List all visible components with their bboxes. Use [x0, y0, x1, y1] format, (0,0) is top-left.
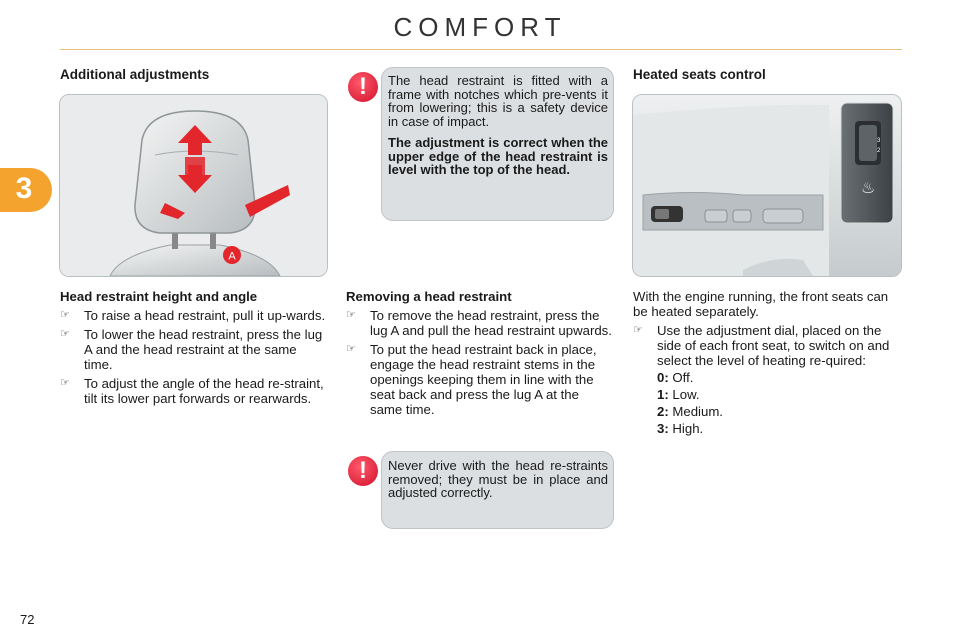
subsection-title-height-angle: Head restraint height and angle	[60, 289, 258, 304]
right-text-block: With the engine running, the front seats…	[633, 289, 901, 436]
svg-text:3: 3	[877, 138, 881, 144]
pointing-hand-icon: ☞	[60, 328, 70, 340]
heated-seat-figure: 3 2 ♨	[632, 94, 902, 277]
pointing-hand-icon: ☞	[60, 377, 70, 389]
chapter-number: 3	[15, 172, 33, 205]
head-restraint-figure: A	[59, 94, 328, 277]
lug-a-marker	[223, 246, 241, 264]
warning-text-frame: The head restraint is fitted with a fram…	[388, 74, 608, 177]
pointing-hand-icon: ☞	[346, 309, 356, 321]
exclamation-icon: !	[348, 72, 378, 102]
warning-frame-text: The head restraint is fitted with a fram…	[388, 73, 608, 129]
list-item: ☞Use the adjustment dial, placed on the …	[633, 323, 890, 368]
lug-a-label: A	[228, 251, 236, 263]
height-arrows	[178, 125, 212, 193]
warning-box-frame	[381, 67, 614, 221]
pointing-hand-icon: ☞	[60, 309, 70, 321]
tilt-arrow-left	[160, 203, 185, 219]
subsection-title-removing: Removing a head restraint	[346, 289, 512, 304]
pointing-hand-icon: ☞	[346, 343, 356, 355]
head-restraint-illustration: A	[60, 95, 327, 276]
level-item: 1: Low.	[657, 387, 700, 402]
section-title-additional-adjustments: Additional adjustments	[60, 67, 210, 82]
list-item: ☞To adjust the angle of the head re-stra…	[60, 376, 324, 406]
warning-box-removed	[381, 451, 614, 529]
list-item: ☞To put the head restraint back in place…	[346, 342, 597, 417]
section-title-heated-seats: Heated seats control	[633, 67, 766, 82]
warning-text-removed: Never drive with the head re-straints re…	[388, 458, 608, 500]
title-divider	[60, 49, 902, 50]
heating-levels: 0: Off. 1: Low. 2: Medium. 3: High.	[633, 370, 901, 436]
page-number: 72	[20, 612, 35, 627]
heated-seat-symbol: ♨	[861, 178, 875, 197]
middle-text-block: Removing a head restraint ☞To remove the…	[346, 289, 614, 417]
pointing-hand-icon: ☞	[633, 324, 643, 336]
list-item: ☞To lower the head restraint, press the …	[60, 327, 323, 372]
svg-text:2: 2	[877, 148, 881, 154]
level-item: 3: High.	[657, 421, 704, 436]
level-item: 0: Off.	[657, 370, 694, 385]
seat-side-illustration: 3 2 ♨	[633, 95, 901, 276]
heated-seats-intro: With the engine running, the front seats…	[633, 289, 889, 319]
warning-correct-adjustment: The adjustment is correct when the upper…	[388, 135, 608, 177]
page-title: COMFORT	[393, 12, 567, 42]
level-item: 2: Medium.	[657, 404, 723, 419]
chapter-tab	[0, 168, 52, 212]
tilt-arrow-right	[245, 185, 290, 217]
list-item: ☞To raise a head restraint, pull it up-w…	[60, 308, 326, 323]
list-item: ☞To remove the head restraint, press the…	[346, 308, 612, 338]
exclamation-icon: !	[348, 456, 378, 486]
left-text-block: Head restraint height and angle ☞To rais…	[60, 289, 328, 406]
